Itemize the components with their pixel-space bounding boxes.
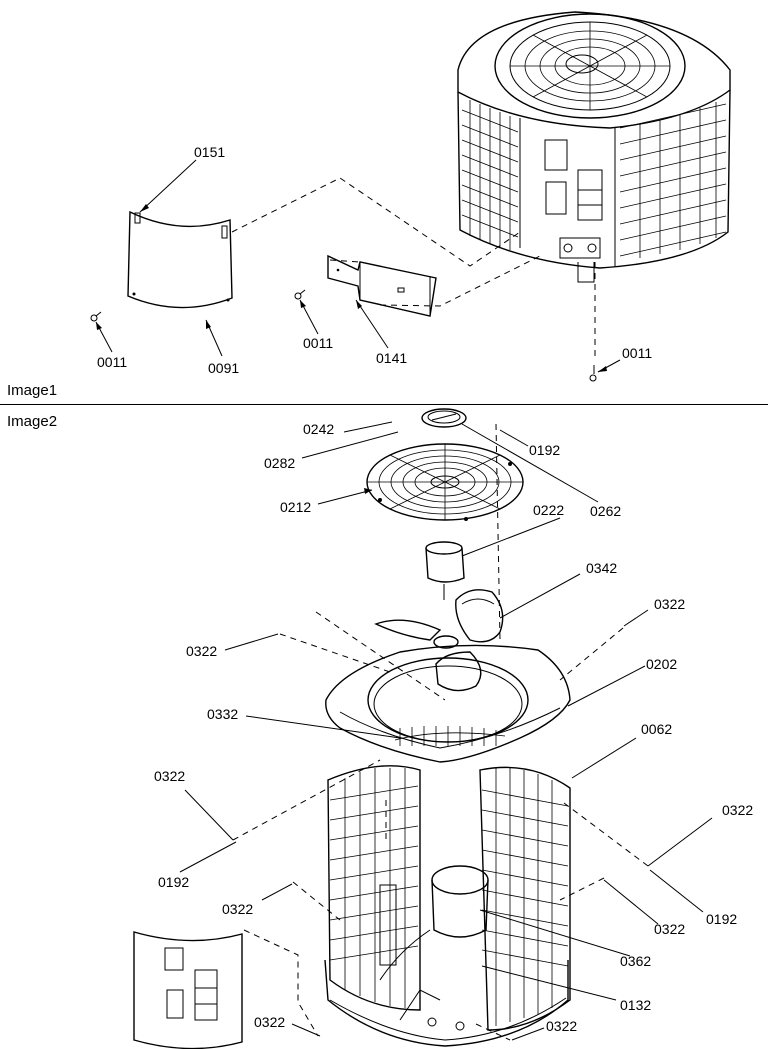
- assembly-lines-image2: [232, 423, 649, 1041]
- callout-0212: 0212: [280, 499, 312, 515]
- assembly-lines-image1: [231, 177, 596, 360]
- orifice-ring-0332: [394, 726, 506, 746]
- control-panel: [133, 931, 243, 1049]
- callout-0282: 0282: [264, 455, 296, 471]
- callout-0322-a: 0322: [654, 596, 686, 612]
- callout-0011-left: 0011: [97, 354, 128, 370]
- screw-0011-middle: [294, 289, 306, 300]
- callout-0192-top: 0192: [529, 442, 561, 458]
- callout-0192-left: 0192: [158, 874, 190, 890]
- section-label-image2: Image2: [7, 413, 58, 430]
- fan-guard-0212: [366, 443, 524, 521]
- top-panel-0202: [325, 644, 571, 763]
- callout-0322-b: 0322: [186, 643, 218, 659]
- callout-0011-right: 0011: [622, 345, 653, 361]
- callout-0332: 0332: [207, 706, 239, 722]
- callout-0011-middle: 0011: [303, 335, 334, 351]
- callout-0242: 0242: [303, 421, 335, 437]
- callout-0151: 0151: [194, 144, 226, 160]
- section-divider: [0, 404, 768, 405]
- leaders-image1: [95, 159, 621, 373]
- callout-0132: 0132: [620, 997, 652, 1013]
- section-label-image1: Image1: [7, 382, 58, 399]
- screw-0011-left: [90, 311, 102, 322]
- callout-0322-g: 0322: [254, 1014, 286, 1030]
- callout-0322-h: 0322: [546, 1018, 578, 1034]
- callout-0362: 0362: [620, 953, 652, 969]
- callout-0322-c: 0322: [154, 768, 186, 784]
- callout-0141: 0141: [376, 350, 408, 366]
- control-box-cover-0091: [127, 210, 233, 309]
- compressor-0362: [379, 865, 489, 1031]
- callout-0322-f: 0322: [654, 921, 686, 937]
- fan-blade-0342: [374, 589, 504, 692]
- fan-motor-0222: [425, 541, 465, 600]
- callout-0202: 0202: [646, 656, 678, 672]
- fan-guard-cap: [421, 408, 467, 428]
- callout-0262: 0262: [590, 503, 622, 519]
- leaders-image2: [179, 421, 713, 1041]
- callout-0091: 0091: [208, 360, 240, 376]
- callout-0062: 0062: [641, 721, 673, 737]
- callout-0322-d: 0322: [722, 802, 754, 818]
- callout-0342: 0342: [586, 560, 618, 576]
- bracket-0141: [327, 254, 437, 317]
- callout-0192-right: 0192: [706, 911, 738, 927]
- callout-0322-e: 0322: [222, 901, 254, 917]
- callout-0222: 0222: [533, 502, 565, 518]
- screw-0011-right: [589, 365, 597, 382]
- condenser-unit-assembled: [457, 11, 731, 283]
- coil-cabinet-0062: [324, 765, 571, 1047]
